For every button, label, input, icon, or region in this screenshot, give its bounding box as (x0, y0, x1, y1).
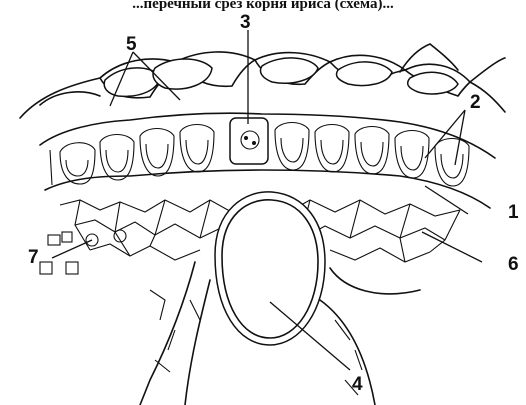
central-vessel (140, 192, 420, 405)
label-6: 6 (508, 254, 519, 275)
exodermis-layer (20, 44, 505, 118)
label-7: 7 (28, 247, 39, 268)
label-3: 3 (240, 12, 251, 33)
label-2: 2 (470, 92, 481, 113)
small-cells-cluster (40, 230, 126, 274)
label-1: 1 (508, 202, 519, 223)
label-5: 5 (126, 34, 137, 55)
label-4: 4 (352, 374, 363, 395)
